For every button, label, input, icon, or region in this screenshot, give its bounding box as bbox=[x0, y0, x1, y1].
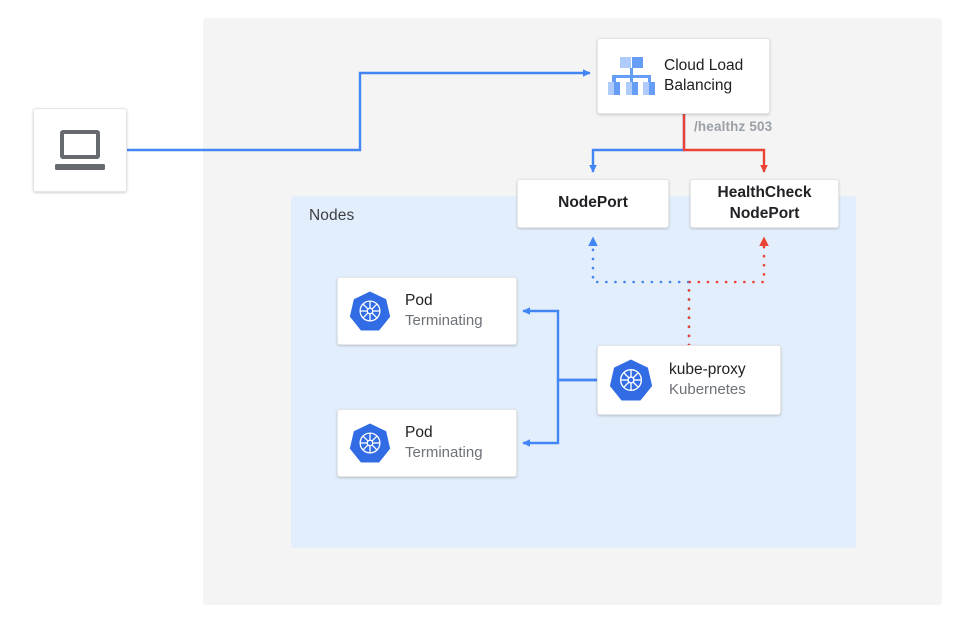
kube-proxy-subtitle: Kubernetes bbox=[669, 381, 746, 399]
kube-proxy-card: kube-proxy Kubernetes bbox=[597, 345, 781, 415]
kubernetes-icon bbox=[609, 359, 653, 401]
nodeport-label: NodePort bbox=[558, 194, 628, 212]
nodeport-card: NodePort bbox=[517, 179, 669, 228]
kubernetes-icon bbox=[349, 423, 391, 463]
healthcheck-nodeport-label-line1: HealthCheck bbox=[717, 184, 812, 202]
client-laptop-card bbox=[33, 108, 127, 192]
cloud-load-balancing-title-line2: Balancing bbox=[664, 77, 733, 94]
pod-status: Terminating bbox=[405, 312, 483, 330]
cloud-load-balancing-icon bbox=[607, 54, 655, 98]
healthcheck-nodeport-label-line2: NodePort bbox=[729, 204, 800, 222]
pod-title: Pod bbox=[405, 424, 433, 442]
healthcheck-nodeport-card: HealthCheck NodePort bbox=[690, 179, 839, 228]
kubernetes-icon bbox=[349, 291, 391, 331]
nodes-region-label: Nodes bbox=[309, 207, 355, 224]
kube-proxy-title: kube-proxy bbox=[669, 361, 746, 379]
pod-card: Pod Terminating bbox=[337, 409, 517, 477]
pod-card: Pod Terminating bbox=[337, 277, 517, 345]
healthz-status-label: /healthz 503 bbox=[694, 119, 773, 134]
cloud-load-balancing-card: Cloud Load Balancing bbox=[597, 38, 770, 114]
pod-title: Pod bbox=[405, 292, 433, 310]
pod-status: Terminating bbox=[405, 444, 483, 462]
laptop-icon bbox=[55, 130, 105, 170]
cloud-load-balancing-title-line1: Cloud Load bbox=[664, 57, 744, 75]
